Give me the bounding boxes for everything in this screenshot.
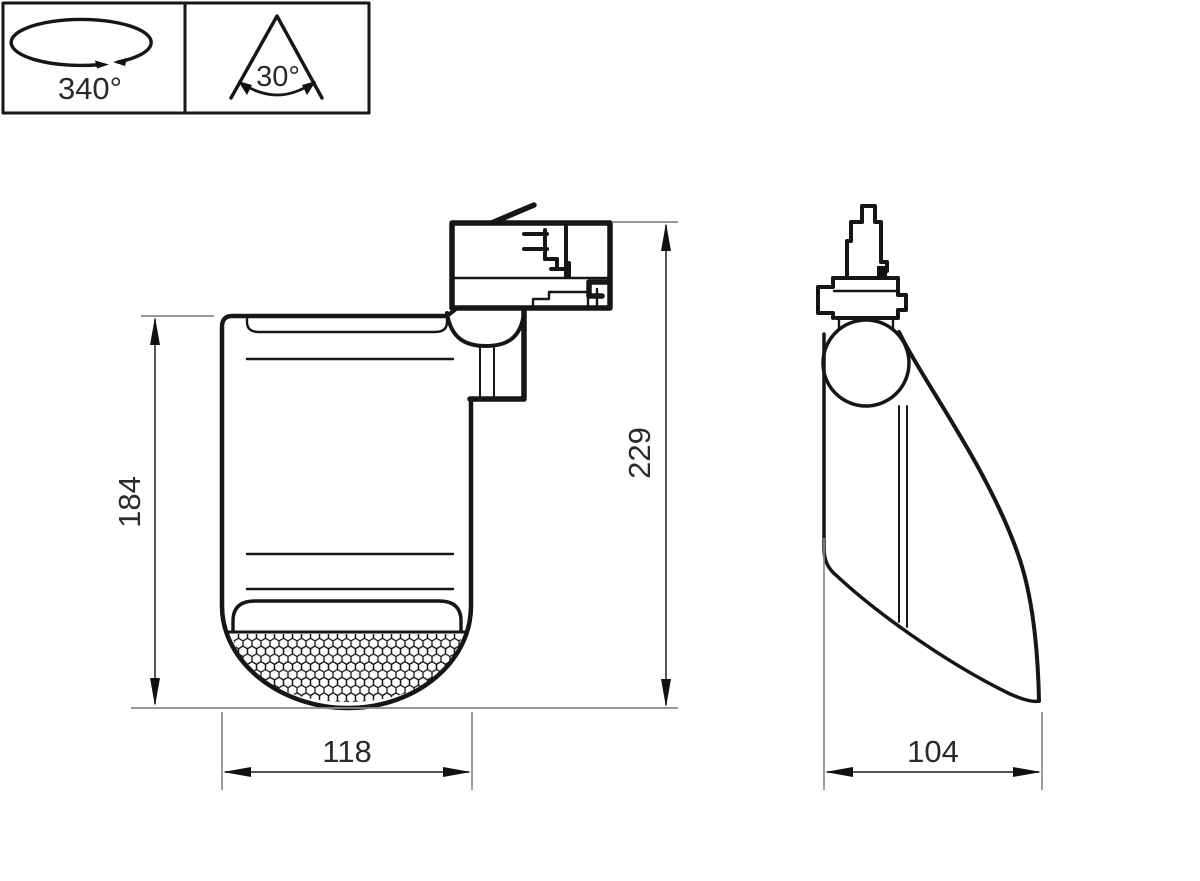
dim-overall-height: 229 [131, 221, 678, 709]
dim-label-side-width: 104 [907, 734, 959, 769]
arrowhead-up [150, 317, 160, 345]
beam-arrowhead-right [302, 81, 316, 95]
front-view [219, 202, 613, 711]
beam-angle-icon: 30° [229, 14, 324, 100]
side-track-adapter [816, 204, 908, 336]
arrowhead-left [223, 767, 251, 777]
beam-arrowhead-left [238, 81, 252, 95]
dim-label-front-width: 118 [322, 734, 371, 769]
arrowhead-down [661, 679, 671, 707]
arrowhead-left [825, 767, 853, 777]
hinge-knob [821, 318, 911, 408]
side-stem-left [845, 220, 864, 280]
rotation-arrowhead-left [113, 58, 127, 66]
lens-bezel [231, 599, 463, 633]
arrowhead-down [150, 678, 160, 706]
track-adapter [449, 202, 613, 311]
side-front-edge [822, 332, 1041, 704]
adapter-contact-comb [522, 228, 571, 279]
dim-label-overall-height: 229 [622, 427, 657, 479]
dim-front-height: 184 [112, 315, 214, 706]
adapter-housing [449, 220, 613, 311]
side-stem-lug [877, 266, 887, 278]
beam-angle-label: 30° [256, 61, 300, 93]
honeycomb-louvre [232, 634, 462, 702]
side-adapter-block-ear [816, 276, 835, 320]
arrowhead-right [443, 767, 471, 777]
beam-triangle [229, 14, 324, 100]
rotation-angle-label: 340° [58, 71, 122, 106]
swivel-arm [445, 308, 527, 402]
dim-label-front-height: 184 [112, 476, 147, 528]
arm-shoulder-arc [445, 311, 526, 348]
body-top-corner [445, 307, 458, 318]
lamp-body [219, 307, 474, 711]
rotation-icon: 340° [9, 17, 153, 106]
side-body [821, 318, 1041, 704]
rotation-arrowhead-right [95, 60, 109, 69]
dim-front-width: 118 [221, 712, 473, 790]
adapter-latch-hook [586, 279, 610, 299]
arrowhead-up [661, 223, 671, 251]
side-adapter-block-right [831, 276, 908, 320]
icon-legend: 340° 30° [1, 1, 371, 115]
rotation-ellipse [9, 17, 153, 68]
dim-side-width: 104 [823, 538, 1043, 790]
side-view [816, 204, 1041, 704]
side-back-sweep [897, 330, 1041, 703]
arrowhead-right [1013, 767, 1041, 777]
body-top-inset [245, 316, 449, 334]
